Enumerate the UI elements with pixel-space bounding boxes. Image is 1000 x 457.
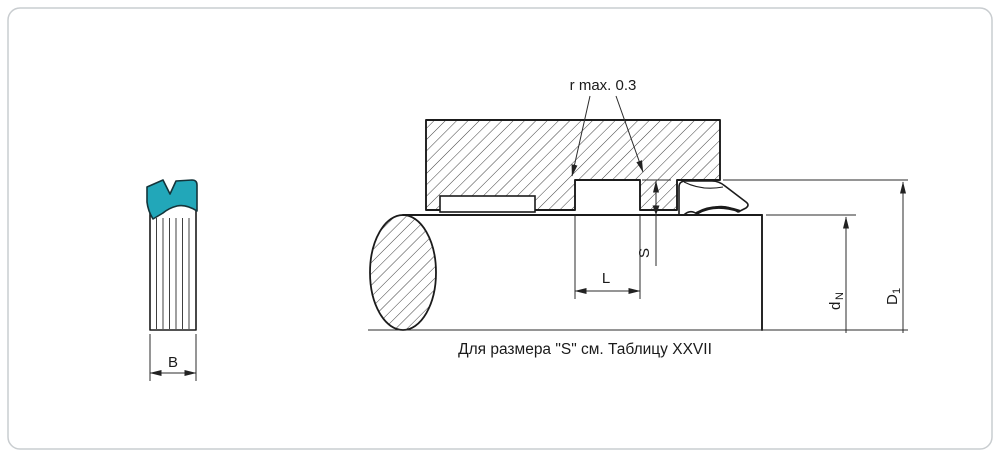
leader-r-max: r max. 0.3 <box>570 77 644 177</box>
dimension-B: B <box>149 334 197 381</box>
dimension-D1-label-sub: 1 <box>891 288 903 294</box>
guide-band <box>439 195 536 213</box>
shaft-end-face <box>369 214 437 331</box>
seal-body-stripes <box>156 218 190 329</box>
seal-lip <box>146 179 198 220</box>
installed-seal <box>678 180 749 216</box>
dimension-S-label: S <box>636 248 653 258</box>
installed-seal-lip-edge <box>695 206 741 215</box>
dimension-S: S <box>636 179 671 266</box>
table-reference-note: Для размера "S" см. Таблицу XXVII <box>458 341 712 358</box>
shaft <box>368 214 908 331</box>
installation-figure: r max. 0.3 L S d N <box>368 77 908 333</box>
dimension-D1: D 1 <box>723 179 908 333</box>
dimension-dN-label-main: d <box>827 302 844 310</box>
installed-seal-inner-line <box>683 181 724 189</box>
dimension-dN: d N <box>766 214 856 333</box>
seal-body <box>149 204 197 331</box>
dimension-dN-label-sub: N <box>834 292 846 300</box>
seal-cross-section-figure: B <box>146 179 198 381</box>
dimension-L: L <box>574 216 641 299</box>
page-frame <box>7 7 993 450</box>
dimension-L-label: L <box>602 270 610 287</box>
dimension-D1-label-main: D <box>884 294 901 305</box>
r-max-label: r max. 0.3 <box>570 77 637 94</box>
dimension-B-label: B <box>168 354 178 371</box>
